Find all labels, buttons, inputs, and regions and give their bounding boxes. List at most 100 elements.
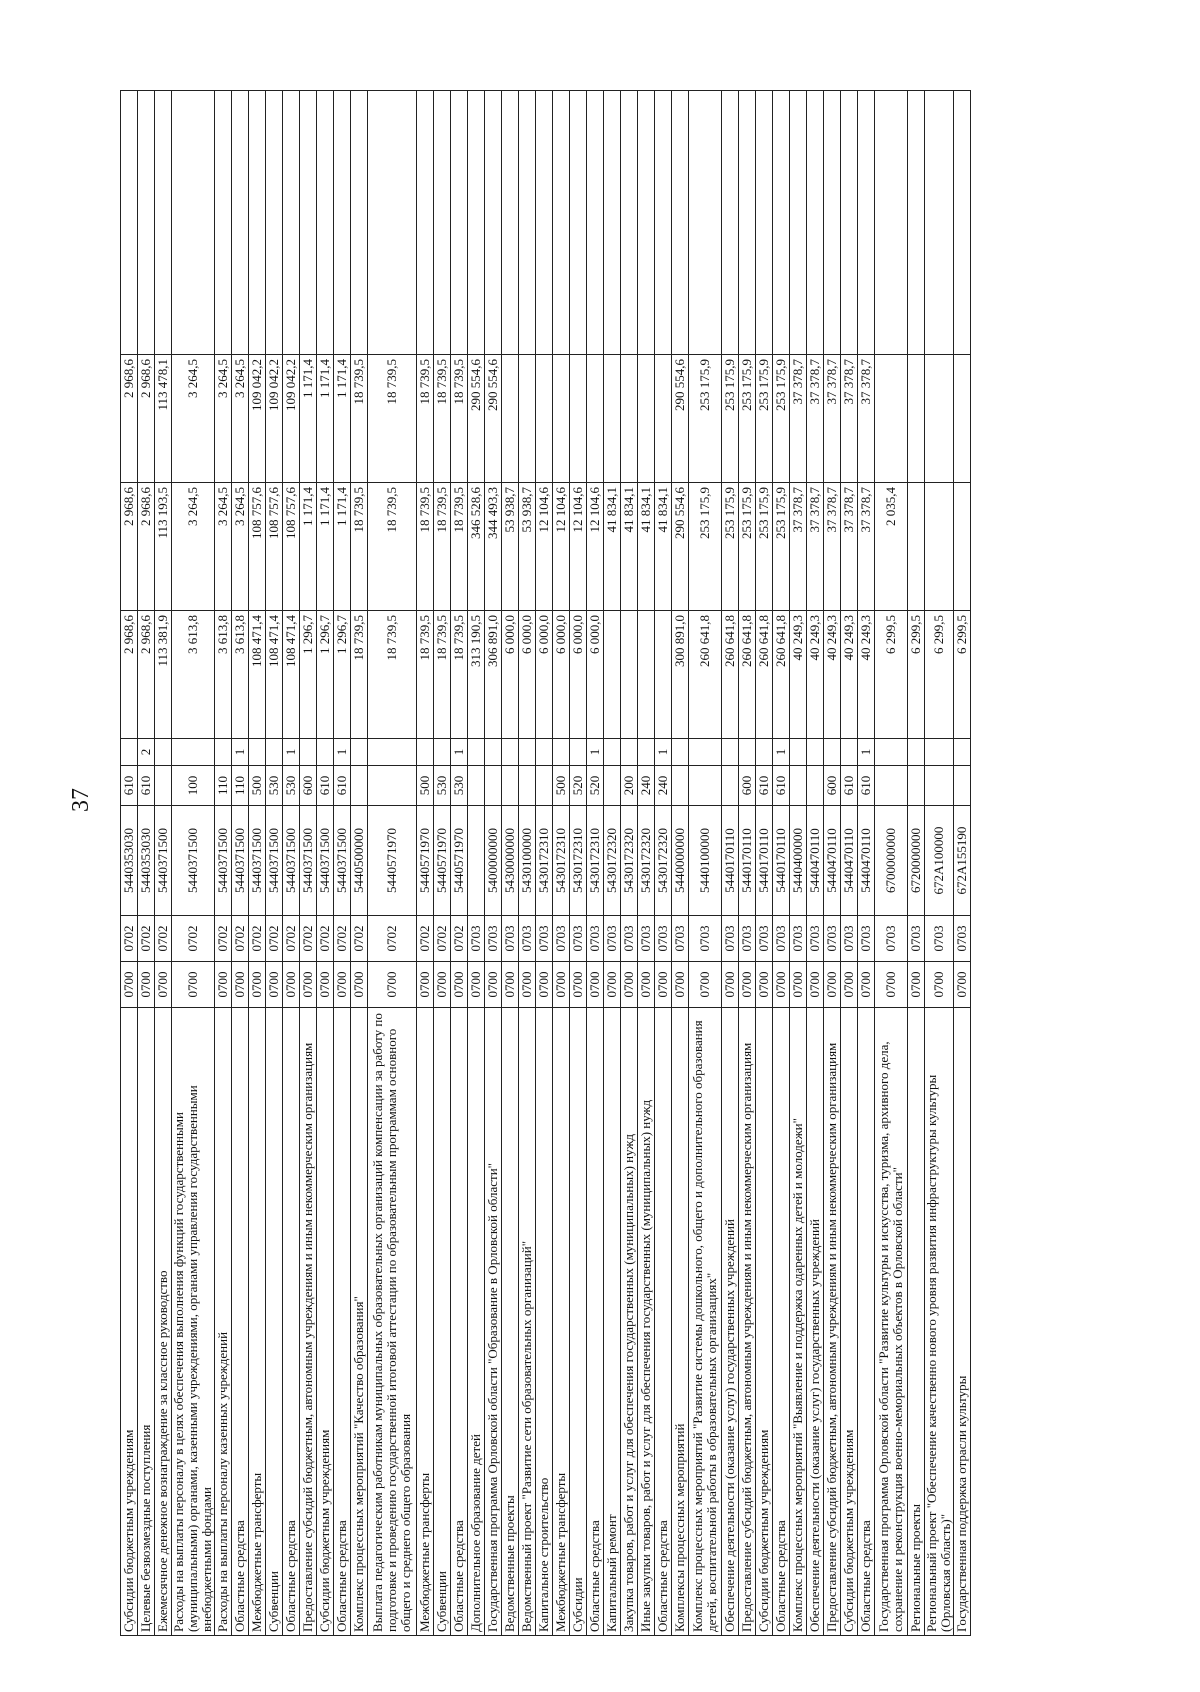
- cell-name: Областные средства: [333, 1007, 351, 1636]
- cell-name: Областные средства: [282, 1007, 300, 1636]
- cell-r: 0700: [535, 961, 553, 1008]
- cell-r: 0700: [316, 961, 334, 1008]
- table-row: Обеспечение деятельности (оказание услуг…: [806, 90, 824, 1636]
- table-row: Комплекс процессных мероприятий "Развити…: [688, 90, 722, 1636]
- table-row: Государственная программа Орловской обла…: [874, 90, 908, 1636]
- cell-ist: [367, 738, 417, 766]
- cell-pr: 0703: [772, 915, 790, 962]
- cell-s1: 3 613,8: [231, 610, 249, 739]
- cell-cs: 5440470110: [857, 805, 875, 916]
- cell-ist: [755, 738, 773, 766]
- cell-empty: [518, 90, 536, 355]
- cell-empty: [316, 90, 334, 355]
- cell-cs: 5440470110: [823, 805, 841, 916]
- cell-vr: [688, 765, 722, 806]
- cell-ist: [721, 738, 739, 766]
- cell-s2: 253 175,9: [688, 482, 722, 611]
- table-row: Расходы на выплаты персоналу казенных уч…: [214, 90, 232, 1636]
- cell-s2: 12 104,6: [552, 482, 570, 611]
- cell-cs: 5430172320: [637, 805, 655, 916]
- cell-ist: 1: [772, 738, 790, 766]
- cell-name: Обеспечение деятельности (оказание услуг…: [806, 1007, 824, 1636]
- cell-cs: 5440400000: [789, 805, 807, 916]
- cell-s1: 313 190,5: [467, 610, 485, 739]
- cell-vr: 610: [120, 765, 138, 806]
- cell-r: 0700: [214, 961, 232, 1008]
- cell-s1: 40 249,3: [857, 610, 875, 739]
- cell-empty: [501, 90, 519, 355]
- cell-r: 0700: [484, 961, 502, 1008]
- cell-r: 0700: [874, 961, 908, 1008]
- cell-r: 0700: [654, 961, 672, 1008]
- cell-empty: [214, 90, 232, 355]
- cell-empty: [535, 90, 553, 355]
- cell-cs: 5440571970: [367, 805, 417, 916]
- cell-r: 0700: [637, 961, 655, 1008]
- cell-vr: 610: [755, 765, 773, 806]
- cell-ist: [552, 738, 570, 766]
- cell-name: Государственная поддержка отрасли культу…: [953, 1007, 971, 1636]
- cell-empty: [484, 90, 502, 355]
- cell-r: 0700: [154, 961, 172, 1008]
- cell-s1: 113 381,9: [154, 610, 172, 739]
- cell-cs: 5440371500: [316, 805, 334, 916]
- cell-vr: 600: [299, 765, 317, 806]
- cell-empty: [248, 90, 266, 355]
- cell-empty: [772, 90, 790, 355]
- cell-r: 0700: [620, 961, 638, 1008]
- cell-pr: 0703: [569, 915, 587, 962]
- cell-cs: 5440470110: [806, 805, 824, 916]
- cell-pr: 0703: [755, 915, 773, 962]
- cell-vr: 500: [416, 765, 434, 806]
- cell-s3: [518, 354, 536, 483]
- cell-r: 0700: [137, 961, 155, 1008]
- cell-vr: [350, 765, 368, 806]
- cell-s3: 18 739,5: [433, 354, 451, 483]
- cell-s3: 2 968,6: [120, 354, 138, 483]
- cell-s3: 253 175,9: [721, 354, 739, 483]
- cell-cs: 672A100000: [924, 805, 954, 916]
- cell-vr: 610: [316, 765, 334, 806]
- cell-ist: [265, 738, 283, 766]
- cell-r: 0700: [840, 961, 858, 1008]
- cell-empty: [755, 90, 773, 355]
- cell-cs: 5430000000: [501, 805, 519, 916]
- cell-ist: 1: [857, 738, 875, 766]
- cell-r: 0700: [721, 961, 739, 1008]
- cell-name: Субсидии бюджетным учреждениям: [120, 1007, 138, 1636]
- cell-cs: 672A155190: [953, 805, 971, 916]
- cell-s1: 2 968,6: [120, 610, 138, 739]
- cell-ist: 1: [450, 738, 468, 766]
- cell-r: 0700: [755, 961, 773, 1008]
- cell-cs: 5440371500: [171, 805, 215, 916]
- cell-s3: [586, 354, 604, 483]
- table-row: Расходы на выплаты персоналу в целях обе…: [171, 90, 215, 1636]
- cell-pr: 0703: [907, 915, 925, 962]
- cell-ist: [416, 738, 434, 766]
- cell-s3: 1 171,4: [299, 354, 317, 483]
- cell-ist: 1: [231, 738, 249, 766]
- cell-vr: [501, 765, 519, 806]
- cell-s1: 40 249,3: [789, 610, 807, 739]
- cell-pr: 0702: [450, 915, 468, 962]
- cell-name: Комплекс процессных мероприятий "Развити…: [688, 1007, 722, 1636]
- cell-s1: 260 641,8: [738, 610, 756, 739]
- cell-s1: 18 739,5: [350, 610, 368, 739]
- cell-vr: 100: [171, 765, 215, 806]
- cell-vr: [953, 765, 971, 806]
- cell-r: 0700: [823, 961, 841, 1008]
- cell-s2: 18 739,5: [350, 482, 368, 611]
- cell-pr: 0703: [603, 915, 621, 962]
- cell-r: 0700: [552, 961, 570, 1008]
- cell-r: 0700: [603, 961, 621, 1008]
- cell-r: 0700: [433, 961, 451, 1008]
- cell-pr: 0702: [248, 915, 266, 962]
- cell-s2: 41 834,1: [603, 482, 621, 611]
